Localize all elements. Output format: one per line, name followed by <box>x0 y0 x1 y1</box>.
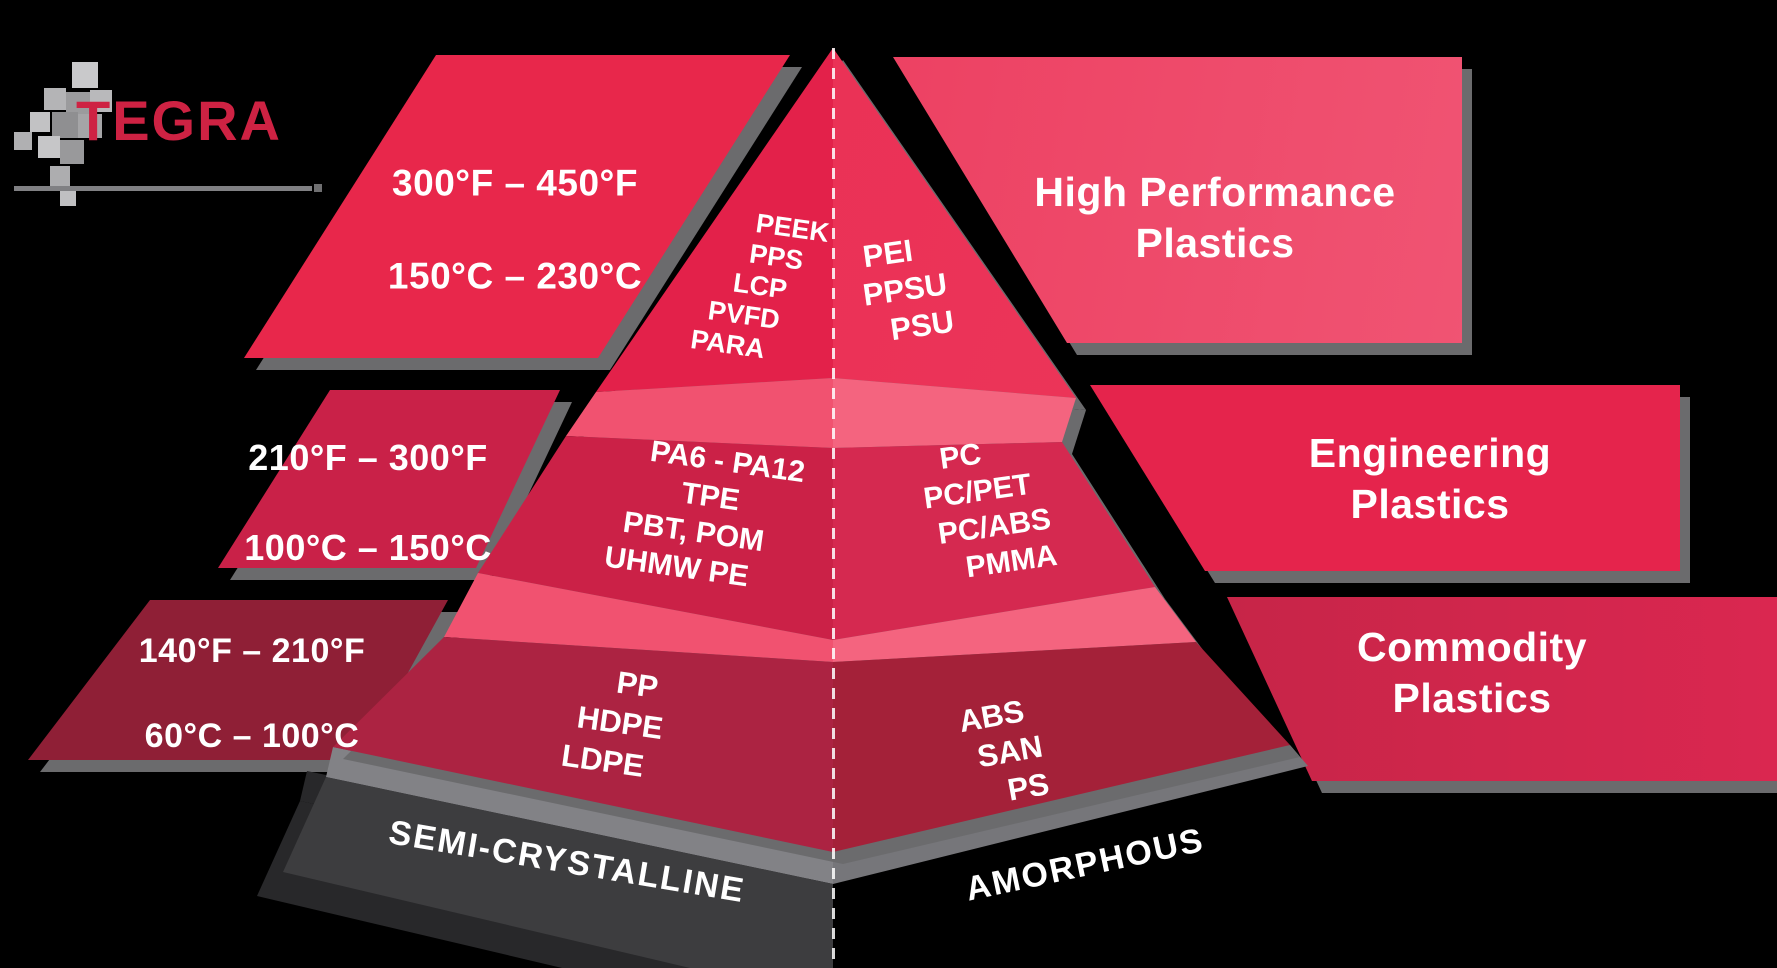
logo-pixel <box>50 166 70 186</box>
tier3-temp-label: 140°F – 210°F 60°C – 100°C <box>138 631 366 755</box>
base-semi-crystalline-label: SEMI-CRYSTALLINE <box>386 813 749 911</box>
logo-pixel <box>60 140 84 164</box>
banner-engineering-label: Engineering Plastics <box>1308 429 1552 527</box>
logo-pixel <box>44 88 66 110</box>
tier1-temp-label: 300°F – 450°F 150°C – 230°C <box>387 162 643 297</box>
logo-underline-cap <box>314 184 322 192</box>
logo-pixel <box>90 90 112 112</box>
banner-high-performance-label: High Performance Plastics <box>1034 168 1396 266</box>
banner-commodity-label: Commodity Plastics <box>1357 623 1587 721</box>
logo-pixel <box>14 132 32 150</box>
logo-pixel <box>52 112 78 138</box>
logo-pixel <box>72 62 98 88</box>
tier2-temp-label: 210°F – 300°F 100°C – 150°C <box>244 437 492 568</box>
logo-pixel <box>78 114 102 138</box>
logo-underline <box>14 186 312 191</box>
logo-pixel <box>60 190 76 206</box>
logo-pixel <box>30 112 50 132</box>
logo-pixel <box>38 136 60 158</box>
logo-wordmark: TEGRA <box>76 89 282 152</box>
center-divider-dashed-line <box>832 48 835 966</box>
